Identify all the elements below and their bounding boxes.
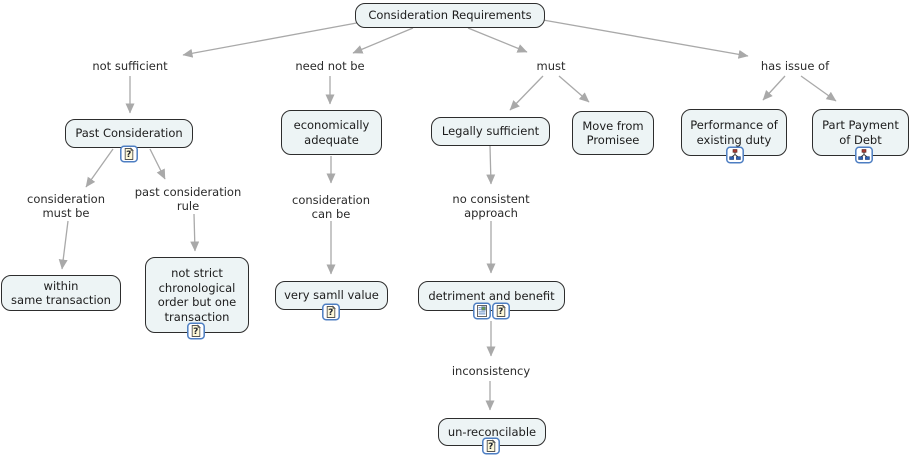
concept-legally-sufficient[interactable]: Legally sufficient <box>431 117 550 146</box>
link-no-consistent-approach[interactable]: no consistent approach <box>452 192 530 220</box>
document-with-image-icon[interactable] <box>473 302 491 320</box>
connector-must-move-from-promisee <box>558 75 590 103</box>
connector-past-consideration-rule <box>149 148 166 180</box>
svg-text:?: ? <box>328 308 333 318</box>
concept-past-consideration[interactable]: Past Consideration <box>65 119 193 148</box>
link-inconsistency[interactable]: inconsistency <box>451 364 531 378</box>
connector-must-be-within-transaction <box>58 220 69 270</box>
link-not-sufficient[interactable]: not sufficient <box>92 59 168 73</box>
question-document-icon[interactable]: ? <box>187 322 205 340</box>
question-document-icon[interactable]: ? <box>482 437 500 455</box>
svg-text:?: ? <box>498 307 503 317</box>
connector-root-must <box>467 27 528 53</box>
connector-root-not-sufficient <box>182 21 363 58</box>
concept-economically-adequate[interactable]: economically adequate <box>281 110 382 155</box>
question-document-icon[interactable]: ? <box>492 302 510 320</box>
link-consideration-can-be[interactable]: consideration can be <box>291 193 371 221</box>
connector-past-consideration-must-be <box>85 148 114 188</box>
question-document-icon[interactable]: ? <box>120 145 138 163</box>
link-need-not-be[interactable]: need not be <box>295 59 365 73</box>
concept-map-icon[interactable] <box>726 146 744 164</box>
connector-root-has-issue-of <box>542 19 749 59</box>
connector-rule-not-strict <box>190 213 200 252</box>
concept-move-from-promisee[interactable]: Move from Promisee <box>572 111 654 155</box>
connector-has-issue-performance <box>762 75 786 101</box>
connector-root-need-not-be <box>352 27 414 54</box>
concept-detriment-and-benefit[interactable]: detriment and benefit <box>418 281 565 311</box>
connector-must-legally-sufficient <box>509 75 544 111</box>
link-consideration-must-be[interactable]: consideration must be <box>26 192 106 220</box>
question-document-icon[interactable]: ? <box>322 303 340 321</box>
svg-text:?: ? <box>126 150 131 160</box>
svg-text:?: ? <box>488 442 493 452</box>
concept-not-strict-order[interactable]: not strict chronological order but one t… <box>145 257 249 333</box>
connector-has-issue-part-payment <box>800 75 837 102</box>
link-has-issue-of[interactable]: has issue of <box>760 59 830 73</box>
link-past-consideration-rule[interactable]: past consideration rule <box>134 185 242 213</box>
concept-consideration-requirements[interactable]: Consideration Requirements <box>355 3 545 28</box>
link-must[interactable]: must <box>536 59 566 73</box>
concept-map-icon[interactable] <box>855 146 873 164</box>
concept-within-same-transaction[interactable]: within same transaction <box>1 275 121 311</box>
svg-text:?: ? <box>193 327 198 337</box>
connector-legally-no-consistent <box>486 145 496 185</box>
